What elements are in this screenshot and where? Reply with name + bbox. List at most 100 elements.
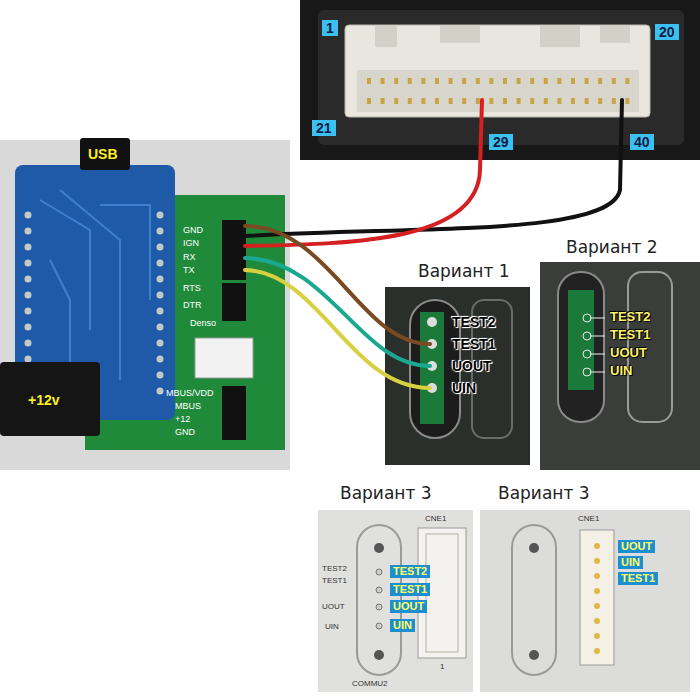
pin-name: RX (183, 252, 196, 262)
pad (583, 332, 591, 340)
pin (557, 78, 561, 84)
callout-number: 20 (655, 24, 679, 40)
signal-name: TEST1 (452, 336, 496, 352)
slot (558, 272, 604, 422)
pin (557, 98, 561, 104)
socket-pins (594, 543, 600, 654)
latch (375, 25, 397, 47)
callout-number: 40 (630, 134, 654, 150)
pin (476, 78, 480, 84)
photo-ground (0, 140, 290, 470)
pin-rows (367, 78, 629, 104)
signal-name: TEST2 (390, 565, 430, 578)
pin (394, 78, 398, 84)
photo-ground (540, 262, 700, 470)
wire-yellow (245, 270, 430, 388)
signal-name: UOUT (610, 346, 647, 361)
pin (530, 98, 534, 104)
signal-name: UIN (618, 556, 643, 569)
hole (157, 212, 164, 219)
pin (476, 98, 480, 104)
variant1-photo (385, 287, 530, 465)
pin (585, 98, 589, 104)
signal-name: UOUT (618, 540, 655, 553)
pin (435, 78, 439, 84)
photo-ground (300, 0, 700, 160)
variant-title: Вариант 3 (498, 484, 590, 504)
pin-header (222, 283, 246, 321)
housing (318, 10, 684, 145)
wires (245, 100, 622, 388)
pin (612, 98, 616, 104)
pin (594, 648, 600, 654)
hole (25, 340, 32, 347)
pointer-lines (590, 318, 605, 372)
pad (376, 604, 382, 610)
pin-name: GND (175, 427, 195, 437)
pin (489, 98, 493, 104)
pin (449, 78, 453, 84)
latch (540, 25, 580, 47)
pad (583, 350, 591, 358)
slot (512, 525, 556, 675)
hole (374, 650, 384, 660)
callout-number: 21 (312, 120, 336, 136)
signal-name: TEST1 (610, 328, 650, 343)
hole (25, 228, 32, 235)
signal-name: UIN (610, 364, 632, 379)
silkscreen-name: UOUT (322, 602, 345, 611)
pin (571, 78, 575, 84)
pad (583, 368, 591, 376)
pin (381, 78, 385, 84)
silkscreen-name: TEST1 (322, 576, 347, 585)
pin (435, 98, 439, 104)
hole (157, 324, 164, 331)
hole (374, 543, 384, 553)
pin (625, 98, 629, 104)
power-jack (0, 362, 100, 436)
variant3a-photo (318, 510, 473, 692)
hole (25, 356, 32, 363)
pin (530, 78, 534, 84)
pin (594, 543, 600, 549)
signal-name: UOUT (452, 358, 492, 374)
pin (517, 78, 521, 84)
pin-header (222, 386, 246, 440)
hole (25, 308, 32, 315)
hole (529, 650, 539, 660)
usb-plug (80, 138, 130, 170)
silkscreen-name: UIN (325, 622, 339, 631)
signal-name: UIN (452, 380, 476, 396)
variant2-photo (540, 262, 700, 470)
pin-name: MBUS/VDD (166, 388, 214, 398)
hole (157, 356, 164, 363)
pin-name: MBUS (175, 401, 201, 411)
pin-number: 1 (440, 662, 444, 671)
variant-title: Вариант 3 (340, 484, 432, 504)
latch (440, 25, 480, 43)
hole (157, 372, 164, 379)
pin (421, 78, 425, 84)
traces (40, 190, 150, 390)
wire-brown (245, 226, 430, 344)
pad (376, 569, 382, 575)
pin (503, 98, 507, 104)
pin (449, 98, 453, 104)
callout-number: 29 (489, 134, 513, 150)
variant-title: Вариант 1 (418, 262, 510, 282)
pin (367, 98, 371, 104)
photo-ground (385, 287, 530, 465)
pin (594, 633, 600, 639)
hole (157, 276, 164, 283)
pad (583, 314, 591, 322)
latch (600, 25, 630, 43)
pin-name: IGN (183, 238, 199, 248)
variant3b-photo (480, 510, 690, 692)
connector-photo (300, 0, 700, 160)
connector-body (345, 25, 650, 117)
hole (157, 308, 164, 315)
hole (25, 212, 32, 219)
